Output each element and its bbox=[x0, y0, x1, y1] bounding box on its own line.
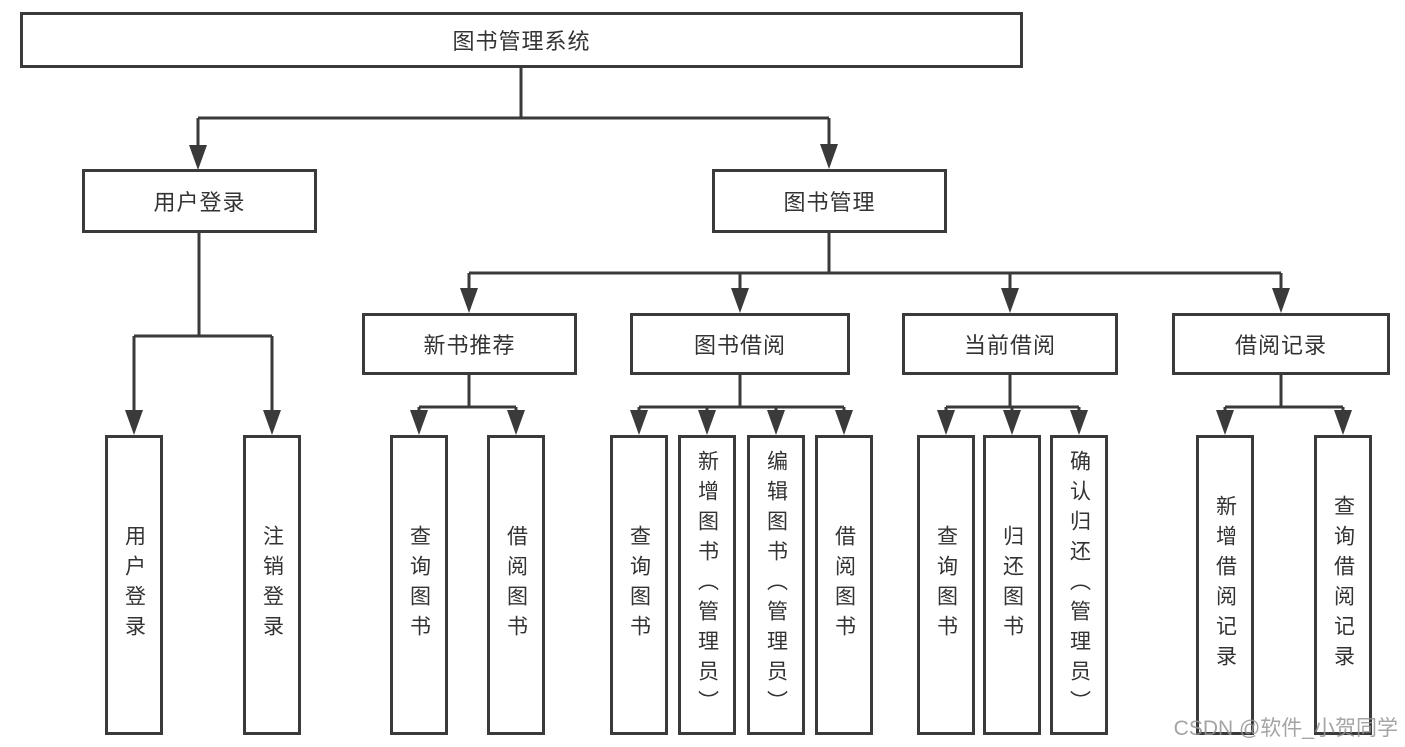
leaf-confirm-return-admin: 确认归还（管理员） bbox=[1050, 435, 1108, 735]
leaf-add-borrow-record-label: 新增借阅记录 bbox=[1213, 495, 1237, 675]
leaf-query-borrow-record-label: 查询借阅记录 bbox=[1331, 495, 1355, 675]
leaf-logout-label: 注销登录 bbox=[260, 525, 284, 645]
leaf-query-borrow-record: 查询借阅记录 bbox=[1314, 435, 1372, 735]
node-current-borrow: 当前借阅 bbox=[902, 313, 1118, 375]
node-borrow-records-label: 借阅记录 bbox=[1234, 333, 1327, 358]
leaf-borrow-books-recommend-label: 借阅图书 bbox=[504, 525, 528, 645]
leaf-add-borrow-record: 新增借阅记录 bbox=[1196, 435, 1254, 735]
watermark: CSDN @软件_小贺同学 bbox=[1173, 717, 1398, 740]
node-book-management-label: 图书管理 bbox=[783, 190, 876, 215]
leaf-query-books-current-label: 查询图书 bbox=[934, 525, 958, 645]
leaf-query-books-borrow: 查询图书 bbox=[610, 435, 668, 735]
leaf-query-books-recommend-label: 查询图书 bbox=[407, 525, 431, 645]
leaf-edit-book-admin: 编辑图书（管理员） bbox=[747, 435, 805, 735]
leaf-query-books-current: 查询图书 bbox=[917, 435, 975, 735]
node-user-login: 用户登录 bbox=[82, 169, 317, 233]
leaf-confirm-return-admin-label: 确认归还（管理员） bbox=[1067, 450, 1091, 720]
node-new-book-recommend-label: 新书推荐 bbox=[423, 333, 516, 358]
leaf-borrow-books: 借阅图书 bbox=[815, 435, 873, 735]
leaf-edit-book-admin-label: 编辑图书（管理员） bbox=[764, 450, 788, 720]
leaf-add-book-admin: 新增图书（管理员） bbox=[678, 435, 736, 735]
leaf-borrow-books-recommend: 借阅图书 bbox=[487, 435, 545, 735]
node-current-borrow-label: 当前借阅 bbox=[963, 333, 1056, 358]
leaf-query-books-borrow-label: 查询图书 bbox=[627, 525, 651, 645]
node-root: 图书管理系统 bbox=[20, 12, 1023, 68]
leaf-user-login: 用户登录 bbox=[105, 435, 163, 735]
leaf-borrow-books-label: 借阅图书 bbox=[832, 525, 856, 645]
node-borrow-records: 借阅记录 bbox=[1172, 313, 1390, 375]
node-book-borrow: 图书借阅 bbox=[630, 313, 850, 375]
leaf-logout: 注销登录 bbox=[243, 435, 301, 735]
leaf-query-books-recommend: 查询图书 bbox=[390, 435, 448, 735]
node-root-label: 图书管理系统 bbox=[452, 29, 591, 54]
leaf-return-books-label: 归还图书 bbox=[1000, 525, 1024, 645]
leaf-return-books: 归还图书 bbox=[983, 435, 1041, 735]
node-book-management: 图书管理 bbox=[712, 169, 947, 233]
leaf-add-book-admin-label: 新增图书（管理员） bbox=[695, 450, 719, 720]
node-book-borrow-label: 图书借阅 bbox=[693, 333, 786, 358]
leaf-user-login-label: 用户登录 bbox=[122, 525, 146, 645]
node-user-login-label: 用户登录 bbox=[153, 190, 246, 215]
node-new-book-recommend: 新书推荐 bbox=[362, 313, 577, 375]
